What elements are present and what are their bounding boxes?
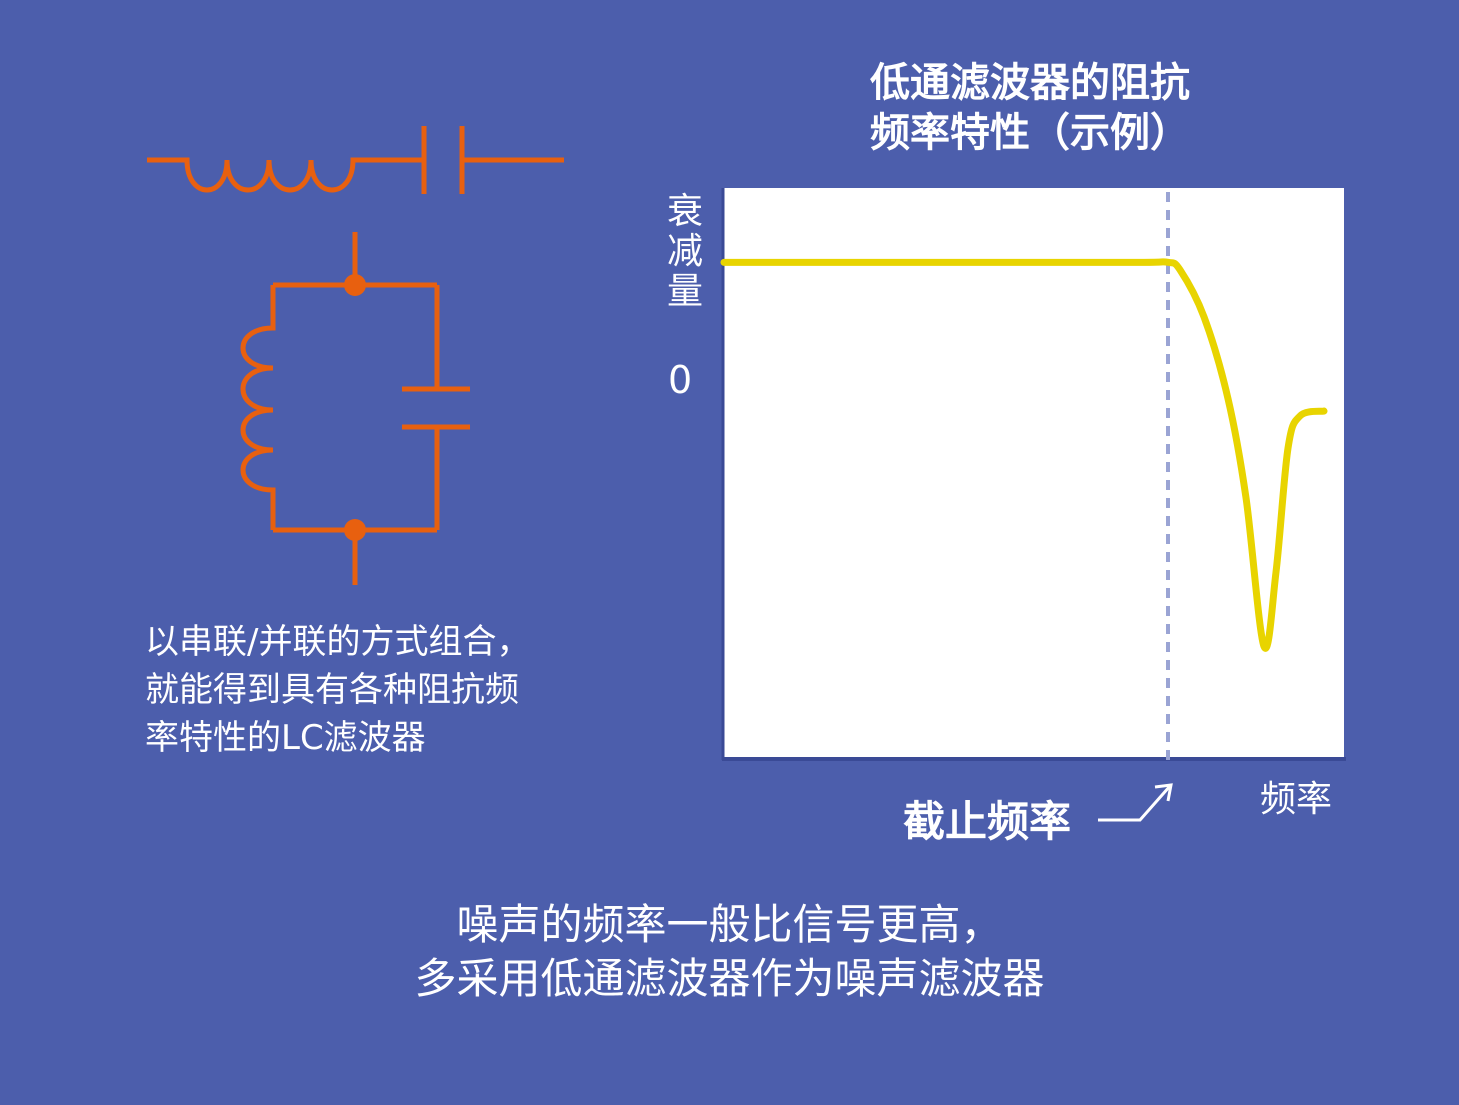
circuit-caption: 以串联/并联的方式组合， 就能得到具有各种阻抗频 率特性的LC滤波器 xyxy=(145,622,531,758)
series-lc-circuit xyxy=(147,126,564,194)
plot-area xyxy=(724,188,1344,758)
x-axis-label: 频率 xyxy=(1260,779,1333,820)
y-axis-label: 衰 减 量 xyxy=(666,191,703,312)
parallel-inductor-branch xyxy=(240,285,276,530)
series-inductor-symbol xyxy=(147,157,424,193)
chart-title: 低通滤波器的阻抗 频率特性（示例） xyxy=(870,60,1190,156)
bottom-note: 噪声的频率一般比信号更高， 多采用低通滤波器作为噪声滤波器 xyxy=(414,900,1045,1003)
cutoff-arrow xyxy=(1098,783,1173,822)
parallel-lc-circuit xyxy=(240,232,470,585)
y-tick-zero: 0 xyxy=(668,358,693,402)
parallel-top-junction xyxy=(344,274,366,296)
cutoff-frequency-label: 截止频率 xyxy=(903,797,1072,846)
parallel-bottom-junction xyxy=(344,519,366,541)
attenuation-curve xyxy=(720,258,1328,652)
